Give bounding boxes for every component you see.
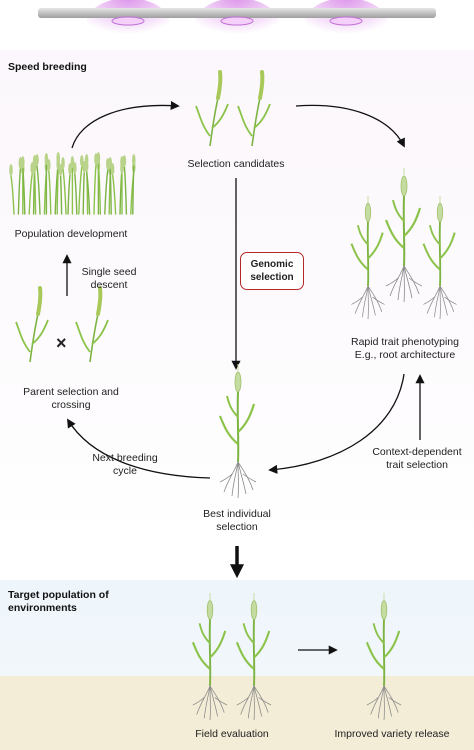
population-stalk	[67, 174, 71, 215]
speed-breeding-title: Speed breeding	[8, 61, 87, 73]
rapid-phenotyping-label-line1: Rapid trait phenotyping	[351, 336, 459, 348]
environment-soil-background	[0, 676, 474, 750]
arrow-phenotyping-to-best	[268, 373, 405, 474]
rapid-phenotyping-label-line2: E.g., root architecture	[354, 349, 456, 361]
population-stalk	[93, 164, 97, 215]
next-breeding-cycle-label-line2: cycle	[113, 465, 137, 477]
phenotyping-plants	[350, 166, 458, 321]
population-stalk	[111, 174, 117, 215]
population-stalk	[109, 168, 112, 215]
population-stalk	[48, 170, 52, 215]
population-stalk	[132, 165, 135, 215]
population-ear	[58, 164, 63, 176]
population-stalk	[104, 169, 109, 215]
population-plants	[9, 152, 136, 215]
arrow-candidates-to-phenotyping	[295, 104, 405, 148]
selection-candidates-label: Selection candidates	[187, 158, 285, 170]
population-stalk	[10, 175, 15, 215]
improved-variety-plant	[365, 591, 403, 722]
population-stalk	[123, 166, 128, 215]
target-environment-title-line2: environments	[8, 602, 77, 614]
population-ear	[9, 164, 13, 176]
field-evaluation-label: Field evaluation	[195, 728, 269, 740]
arrow-next-breeding-cycle	[67, 418, 211, 479]
population-ear	[61, 157, 65, 169]
population-stalk	[59, 175, 63, 215]
population-stalk	[78, 166, 83, 215]
genomic-selection-label-line2: selection	[250, 272, 294, 283]
single-seed-descent-label-line1: Single seed	[81, 266, 137, 278]
speed-breeding-background	[0, 50, 474, 542]
grow-lamp-icon	[38, 0, 436, 50]
population-ear	[21, 156, 25, 168]
population-stalk	[85, 171, 91, 215]
population-stalk	[56, 169, 59, 215]
population-ear	[68, 163, 72, 175]
population-stalk	[74, 173, 78, 215]
population-ear	[122, 155, 127, 167]
best-individual-plant	[218, 362, 258, 500]
population-stalk	[62, 168, 67, 215]
population-stalk	[17, 168, 22, 215]
population-ear	[84, 160, 89, 172]
population-ear	[47, 159, 51, 171]
population-ear	[120, 162, 124, 174]
best-individual-label-line2: selection	[216, 521, 258, 533]
environment-sky-background	[0, 580, 474, 676]
context-dependent-label-line2: trait selection	[386, 459, 448, 471]
population-stalk	[22, 167, 26, 215]
genomic-selection-label-line1: Genomic	[250, 259, 294, 270]
population-stalk	[28, 173, 33, 215]
single-seed-descent-label-line2: descent	[90, 279, 128, 291]
population-ear	[35, 154, 39, 166]
population-development-label: Population development	[14, 228, 128, 240]
context-dependent-label-line1: Context-dependent	[372, 446, 462, 458]
parent-selection-label-line1: Parent selection and	[23, 386, 119, 398]
population-stalk	[36, 165, 41, 215]
population-ear	[96, 152, 101, 164]
selection-candidates-plants	[194, 70, 272, 148]
population-stalk	[82, 172, 85, 215]
best-individual-label-line1: Best individual	[203, 508, 271, 520]
population-stalk	[97, 163, 102, 215]
cross-symbol: ×	[56, 333, 67, 353]
field-evaluation-plants	[191, 591, 273, 722]
target-environment-title-line1: Target population of	[8, 589, 109, 601]
parent-selection-label-line2: crossing	[51, 399, 91, 411]
population-stalk	[33, 172, 37, 215]
arrow-population-to-candidates	[71, 100, 180, 149]
population-ear	[32, 161, 37, 173]
genomic-selection-box: Genomic selection	[240, 252, 304, 290]
improved-variety-label: Improved variety release	[334, 728, 450, 740]
population-ear	[132, 154, 136, 166]
population-ear	[110, 163, 115, 175]
next-breeding-cycle-label-line1: Next breeding	[92, 452, 158, 464]
population-ear	[73, 162, 77, 174]
